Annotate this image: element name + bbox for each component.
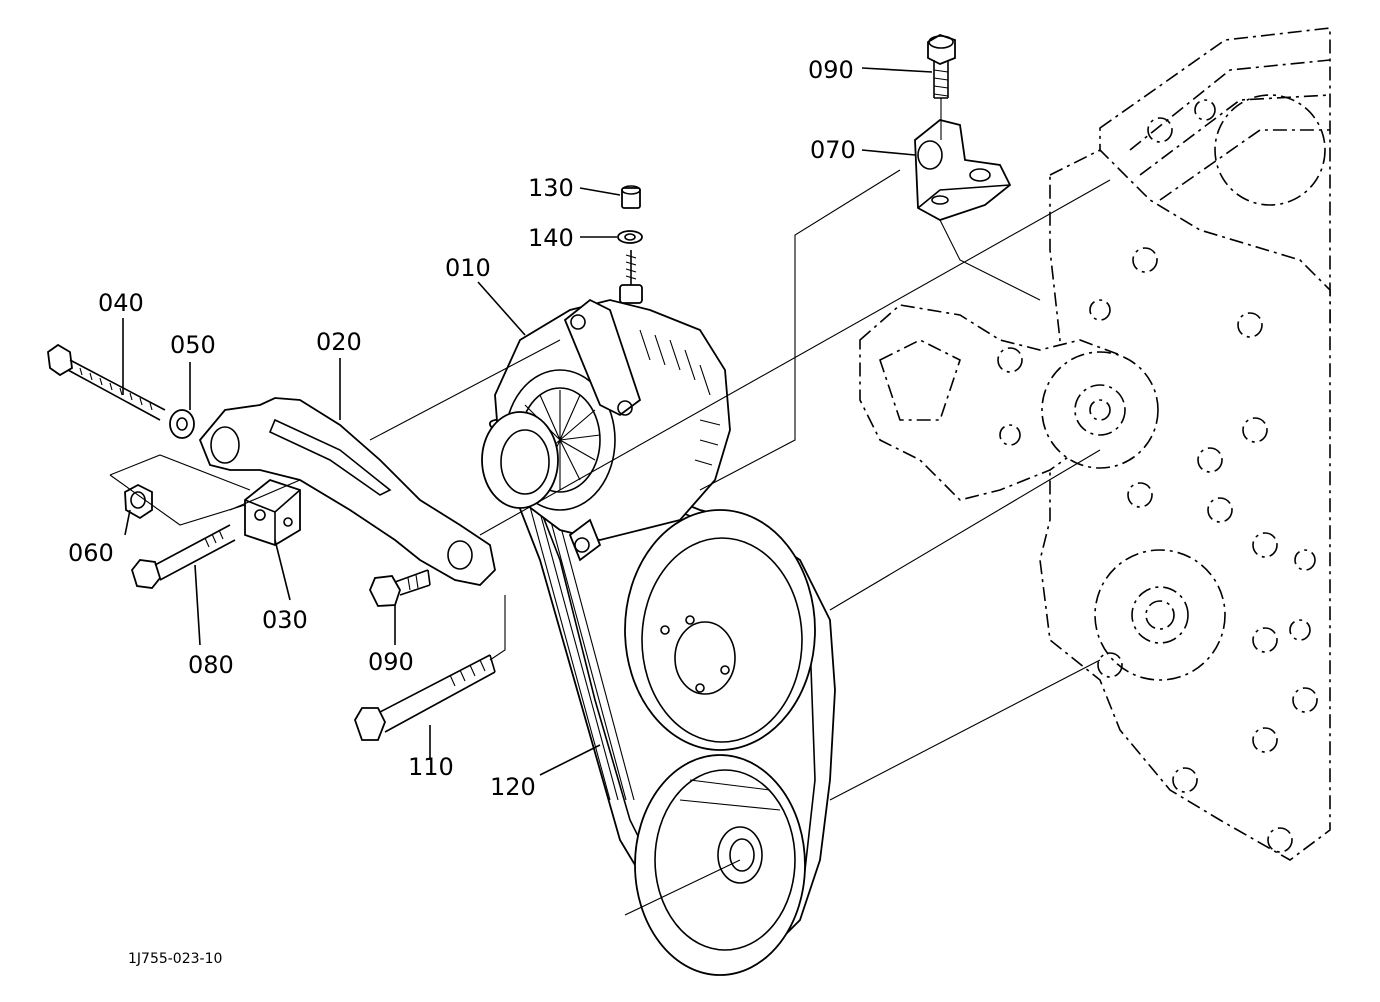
leader-lines (122, 67, 933, 776)
callout-130: 130 (528, 174, 574, 202)
callout-090: 090 (368, 648, 414, 676)
bolt-040 (47, 343, 166, 421)
callout-070: 070 (810, 136, 856, 164)
washer-050 (169, 409, 195, 439)
callout-labels: 090 070 130 140 010 040 050 020 060 030 … (68, 56, 856, 801)
spacer-block-030 (244, 478, 301, 546)
callout-030: 030 (262, 606, 308, 634)
callout-050: 050 (170, 331, 216, 359)
callout-010: 010 (445, 254, 491, 282)
callout-060: 060 (68, 539, 114, 567)
diagram-reference-code: 1J755-023-10 (128, 951, 222, 967)
callout-040: 040 (98, 289, 144, 317)
bolt-090 (369, 569, 431, 607)
bracket-020 (198, 397, 496, 586)
callout-140: 140 (528, 224, 574, 252)
bracket-070 (914, 119, 1012, 221)
callout-100: 090 (808, 56, 854, 84)
washer-140 (617, 230, 643, 244)
crank-pulley (634, 754, 806, 976)
callout-020: 020 (316, 328, 362, 356)
callout-080: 080 (188, 651, 234, 679)
assembly-lines (229, 98, 1111, 916)
engine-block (859, 27, 1331, 861)
nut-130 (621, 185, 641, 209)
bolt-080 (130, 524, 236, 589)
nut-060 (109, 454, 251, 526)
alternator (481, 250, 731, 562)
bolt-100 (927, 34, 956, 99)
callout-120: 120 (490, 773, 536, 801)
bolt-110 (354, 654, 496, 741)
fan-pulley (624, 509, 816, 751)
callout-110: 110 (408, 753, 454, 781)
